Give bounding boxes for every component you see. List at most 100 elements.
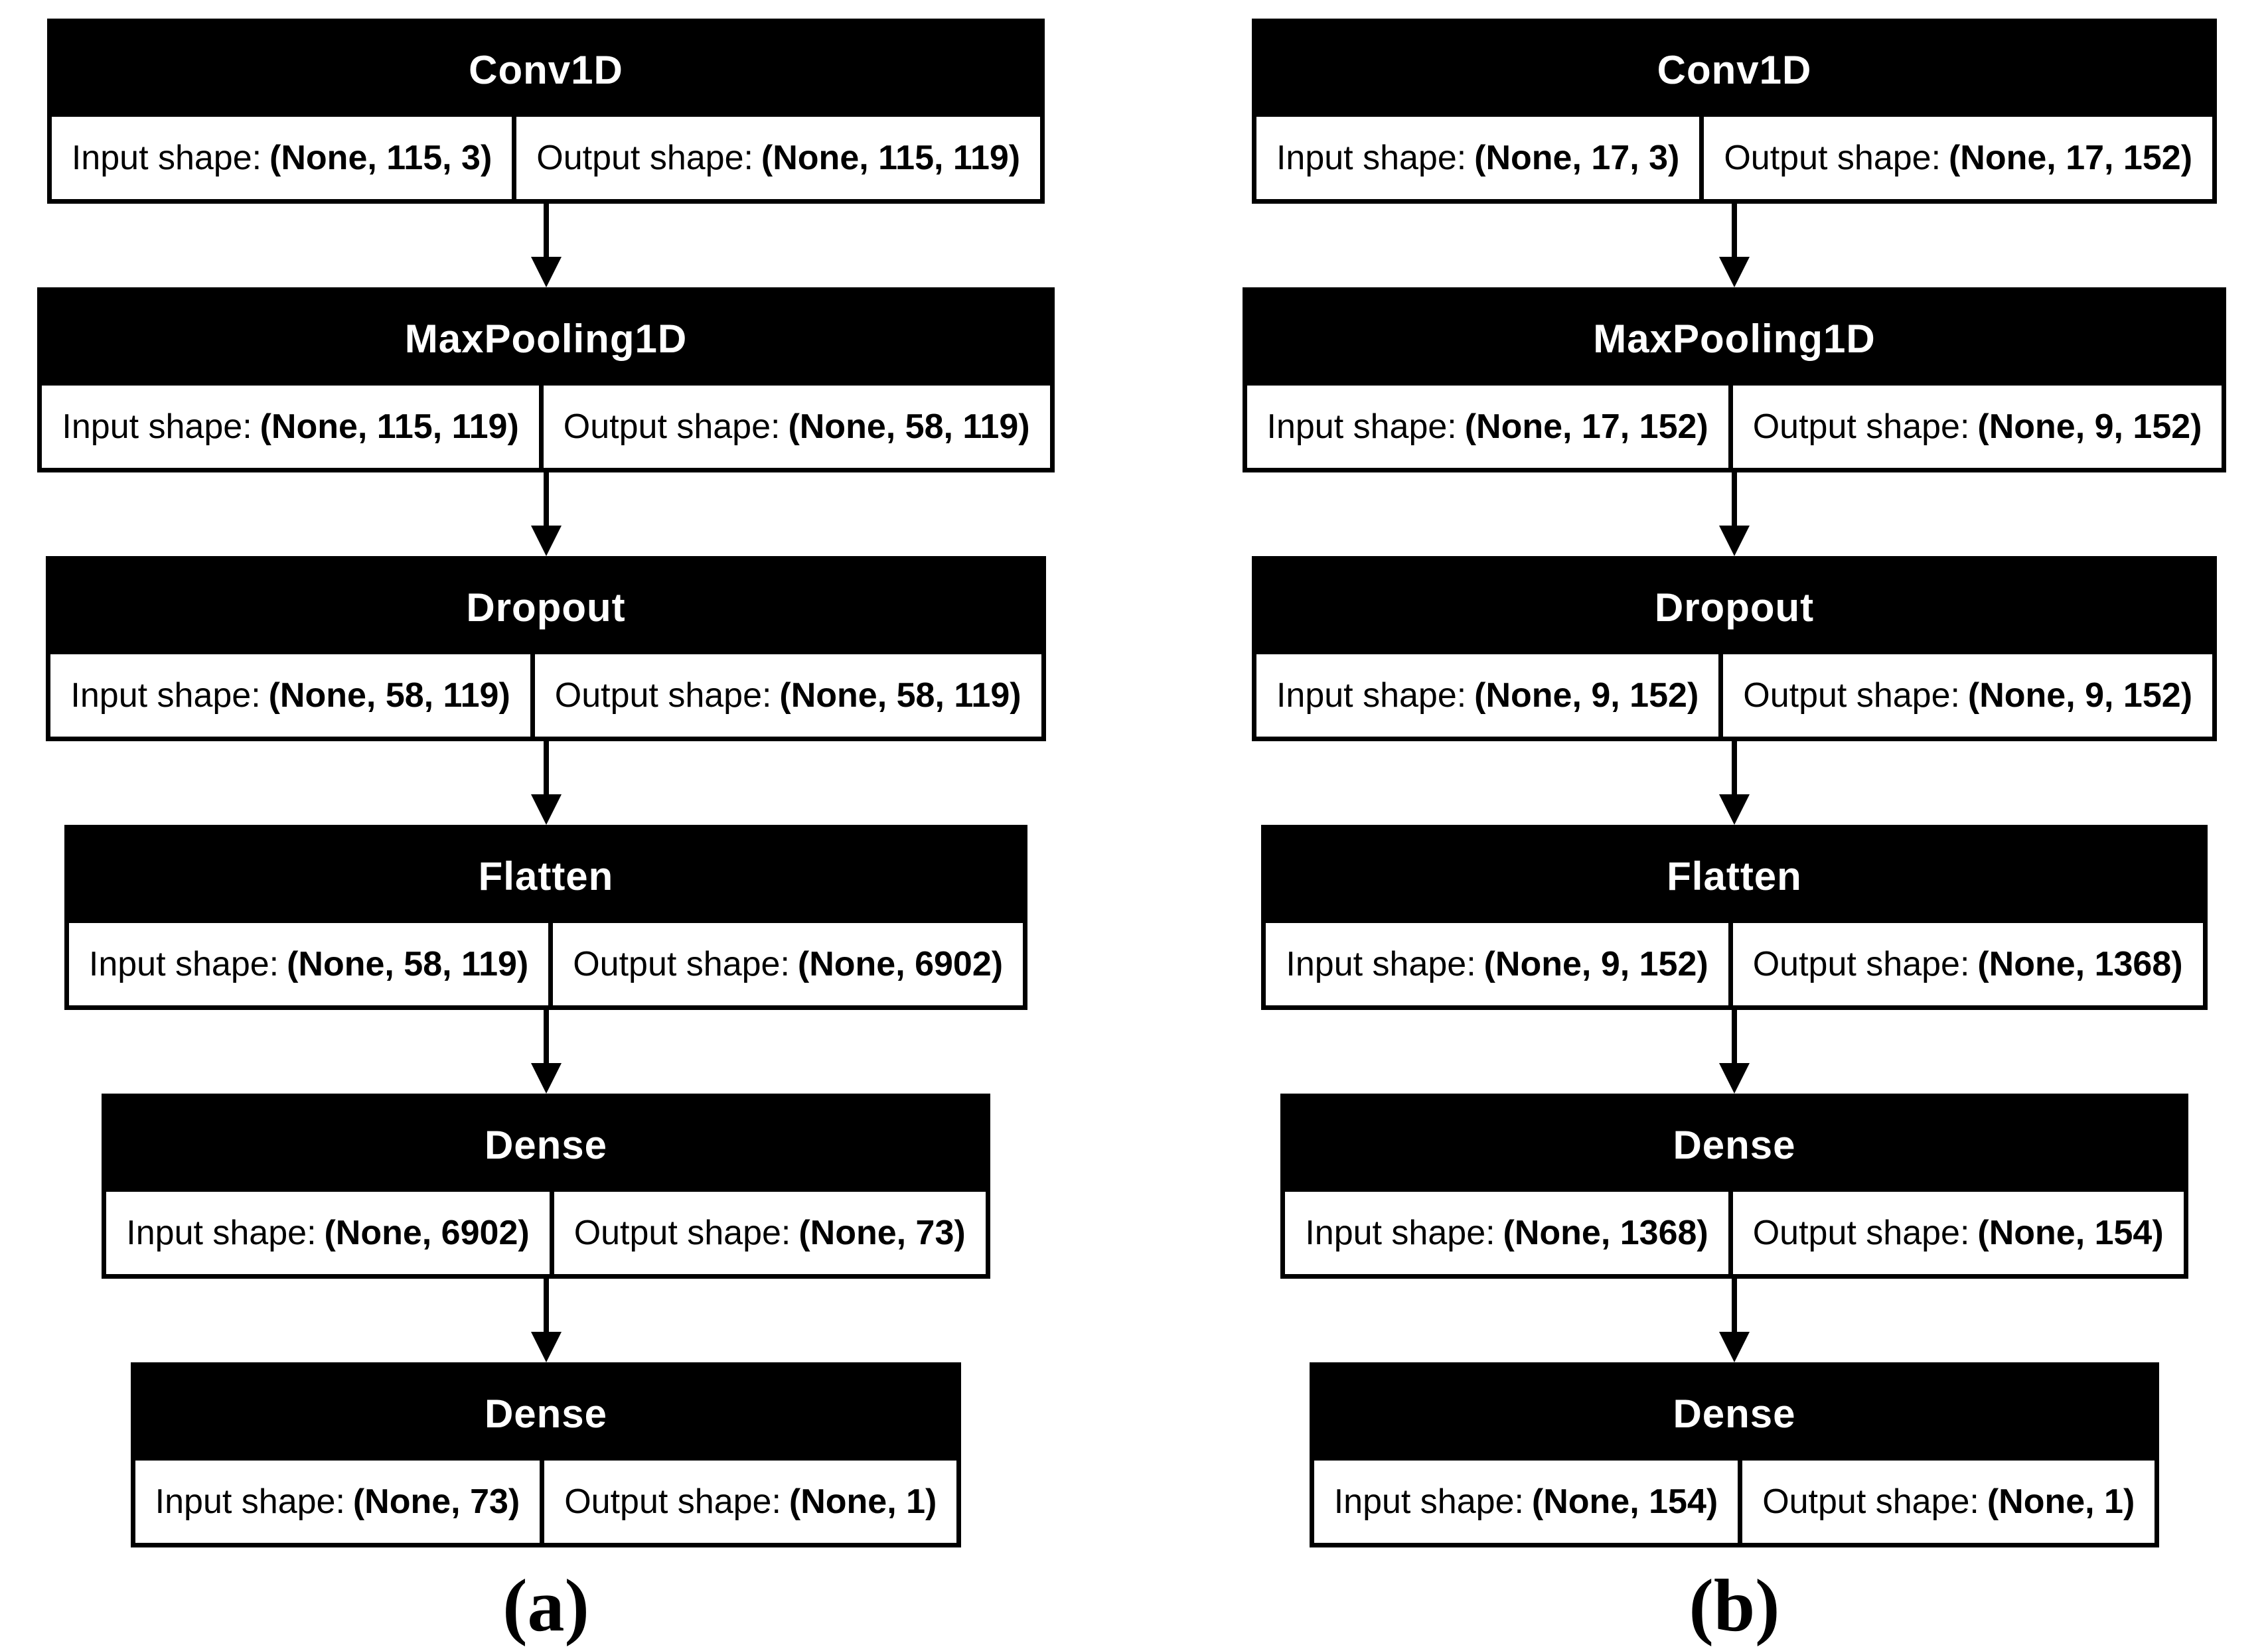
layer-name: Dense	[1673, 1392, 1796, 1436]
input-shape-prefix: Input shape:	[155, 1482, 345, 1521]
arrow-line	[543, 472, 549, 526]
input-shape-cell: Input shape: (None, 9, 152)	[1266, 923, 1728, 1005]
input-shape-value: (None, 115, 119)	[260, 407, 519, 446]
layer-name: Dense	[1673, 1123, 1796, 1167]
input-shape-cell: Input shape: (None, 115, 3)	[51, 117, 512, 199]
input-shape-cell: Input shape: (None, 17, 152)	[1247, 386, 1728, 468]
output-shape-value: (None, 1368)	[1977, 945, 2183, 983]
output-shape-cell: Output shape: (None, 9, 152)	[1723, 654, 2213, 737]
output-shape-cell: Output shape: (None, 58, 119)	[534, 654, 1041, 737]
arrow-line	[543, 1279, 549, 1332]
arrow-line	[543, 204, 549, 257]
down-arrow	[530, 204, 562, 287]
layer-box-flatten: Flatten Input shape: (None, 9, 152) Outp…	[1261, 825, 2208, 1010]
figure-label-a: (a)	[502, 1565, 589, 1647]
input-shape-prefix: Input shape:	[88, 945, 279, 983]
down-arrow	[1719, 1279, 1750, 1362]
output-shape-value: (None, 1)	[789, 1482, 937, 1521]
down-arrow	[530, 741, 562, 825]
input-shape-cell: Input shape: (None, 154)	[1314, 1461, 1738, 1543]
output-shape-cell: Output shape: (None, 154)	[1732, 1192, 2184, 1274]
arrow-line	[1732, 472, 1737, 526]
input-shape-value: (None, 17, 3)	[1474, 139, 1680, 177]
layer-box-dropout: Dropout Input shape: (None, 58, 119) Out…	[46, 556, 1046, 741]
input-shape-prefix: Input shape:	[1276, 676, 1467, 715]
input-shape-value: (None, 9, 152)	[1474, 676, 1699, 715]
input-shape-value: (None, 17, 152)	[1464, 407, 1708, 446]
arrow-head-icon	[1719, 1332, 1750, 1362]
output-shape-prefix: Output shape:	[573, 1214, 791, 1252]
input-shape-prefix: Input shape:	[1276, 139, 1467, 177]
input-shape-cell: Input shape: (None, 17, 3)	[1256, 117, 1700, 199]
arrow-head-icon	[530, 526, 562, 556]
input-shape-cell: Input shape: (None, 1368)	[1285, 1192, 1728, 1274]
arrow-line	[1732, 204, 1737, 257]
output-shape-value: (None, 17, 152)	[1948, 139, 2193, 177]
layer-box-maxpooling1d: MaxPooling1D Input shape: (None, 17, 152…	[1242, 287, 2227, 472]
output-shape-cell: Output shape: (None, 1)	[1742, 1461, 2155, 1543]
output-shape-prefix: Output shape:	[1762, 1482, 1979, 1521]
layer-box-conv1d: Conv1D Input shape: (None, 115, 3) Outpu…	[46, 19, 1045, 204]
input-shape-cell: Input shape: (None, 73)	[135, 1461, 540, 1543]
down-arrow	[530, 1010, 562, 1094]
output-shape-value: (None, 9, 152)	[1977, 407, 2202, 446]
input-shape-cell: Input shape: (None, 9, 152)	[1256, 654, 1719, 737]
output-shape-prefix: Output shape:	[1752, 945, 1970, 983]
arrow-head-icon	[1719, 526, 1750, 556]
input-shape-value: (None, 6902)	[324, 1214, 530, 1252]
layer-name: Flatten	[1667, 854, 1802, 898]
output-shape-value: (None, 154)	[1977, 1214, 2164, 1252]
output-shape-cell: Output shape: (None, 115, 119)	[516, 117, 1041, 199]
layer-name: MaxPooling1D	[1593, 317, 1876, 361]
layer-name: Conv1D	[1657, 48, 1812, 92]
layer-box-dropout: Dropout Input shape: (None, 9, 152) Outp…	[1251, 556, 2218, 741]
arrow-head-icon	[530, 257, 562, 287]
input-shape-prefix: Input shape:	[1305, 1214, 1495, 1252]
output-shape-cell: Output shape: (None, 6902)	[553, 923, 1023, 1005]
arrow-line	[1732, 1279, 1737, 1332]
layer-name: Dropout	[466, 585, 626, 630]
output-shape-cell: Output shape: (None, 73)	[554, 1192, 986, 1274]
arrow-head-icon	[1719, 1063, 1750, 1094]
input-shape-prefix: Input shape:	[126, 1214, 317, 1252]
layer-name: Dense	[484, 1392, 608, 1436]
layer-name: Conv1D	[469, 48, 623, 92]
input-shape-cell: Input shape: (None, 6902)	[106, 1192, 550, 1274]
output-shape-value: (None, 115, 119)	[761, 139, 1021, 177]
input-shape-prefix: Input shape:	[71, 139, 262, 177]
layer-box-dense-1: Dense Input shape: (None, 1368) Output s…	[1280, 1094, 2188, 1279]
figure-label-b: (b)	[1689, 1565, 1780, 1647]
output-shape-prefix: Output shape:	[563, 407, 781, 446]
output-shape-value: (None, 58, 119)	[788, 407, 1030, 446]
output-shape-value: (None, 73)	[798, 1214, 966, 1252]
arrow-line	[543, 741, 549, 794]
input-shape-cell: Input shape: (None, 115, 119)	[42, 386, 539, 468]
output-shape-cell: Output shape: (None, 1)	[544, 1461, 957, 1543]
input-shape-cell: Input shape: (None, 58, 119)	[68, 923, 549, 1005]
output-shape-cell: Output shape: (None, 1368)	[1732, 923, 2203, 1005]
output-shape-prefix: Output shape:	[1743, 676, 1960, 715]
input-shape-value: (None, 154)	[1531, 1482, 1718, 1521]
input-shape-value: (None, 1368)	[1503, 1214, 1708, 1252]
input-shape-prefix: Input shape:	[70, 676, 261, 715]
layer-box-dense-1: Dense Input shape: (None, 6902) Output s…	[102, 1094, 990, 1279]
model-diagram-b: Conv1D Input shape: (None, 17, 3) Output…	[1220, 19, 2249, 1649]
layer-name: MaxPooling1D	[404, 317, 688, 361]
arrow-head-icon	[530, 794, 562, 825]
input-shape-value: (None, 58, 119)	[268, 676, 510, 715]
layer-box-conv1d: Conv1D Input shape: (None, 17, 3) Output…	[1251, 19, 2218, 204]
output-shape-value: (None, 58, 119)	[779, 676, 1021, 715]
layer-box-dense-2: Dense Input shape: (None, 73) Output sha…	[130, 1362, 962, 1547]
output-shape-prefix: Output shape:	[536, 139, 753, 177]
arrow-line	[543, 1010, 549, 1063]
down-arrow	[1719, 204, 1750, 287]
output-shape-cell: Output shape: (None, 58, 119)	[543, 386, 1050, 468]
layer-name: Dense	[484, 1123, 608, 1167]
down-arrow	[1719, 1010, 1750, 1094]
down-arrow	[530, 1279, 562, 1362]
arrow-line	[1732, 1010, 1737, 1063]
input-shape-value: (None, 73)	[352, 1482, 520, 1521]
output-shape-prefix: Output shape:	[1752, 407, 1970, 446]
arrow-line	[1732, 741, 1737, 794]
output-shape-value: (None, 9, 152)	[1967, 676, 2193, 715]
